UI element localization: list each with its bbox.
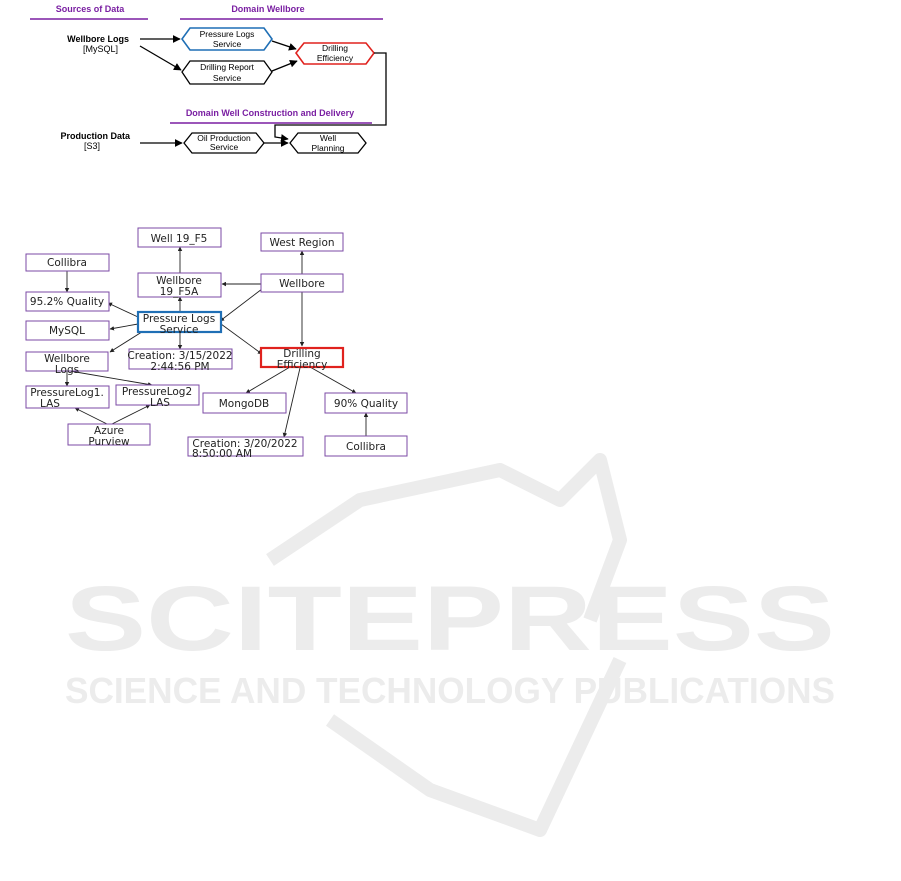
node-label-line2: Logs bbox=[55, 364, 79, 376]
source-production-data-type: [S3] bbox=[84, 141, 100, 151]
source-wellbore-logs-type: [MySQL] bbox=[83, 44, 118, 54]
node-pressure-log2: PressureLog2 LAS bbox=[115, 384, 200, 409]
source-wellbore-logs-title: Wellbore Logs bbox=[67, 34, 129, 44]
node-azure-purview: Azure Purview bbox=[67, 423, 151, 448]
node-label-line1: Drilling bbox=[283, 348, 320, 360]
node-wellbore-logs: Wellbore Logs bbox=[25, 351, 109, 376]
node-label: Collibra bbox=[346, 441, 386, 453]
watermark-subtitle: SCIENCE AND TECHNOLOGY PUBLICATIONS bbox=[65, 670, 835, 711]
service-label-line1: Well bbox=[320, 133, 336, 143]
node-label-line1: Wellbore bbox=[156, 275, 202, 287]
node-drilling-efficiency: Drilling Efficiency bbox=[259, 346, 345, 371]
node-label-line1: Creation: 3/20/2022 bbox=[192, 438, 297, 450]
node-label: MySQL bbox=[49, 325, 85, 337]
node-creation-2: Creation: 3/20/2022 8:50:00 AM bbox=[187, 436, 304, 460]
top-diagram: Sources of Data Domain Wellbore Domain W… bbox=[30, 4, 387, 154]
node-label-line1: PressureLog2 bbox=[122, 386, 192, 398]
service-label-line1: Drilling bbox=[322, 43, 348, 53]
header-domain-wellbore: Domain Wellbore bbox=[231, 4, 304, 14]
lineage-graph: Well 19_F5 West Region Collibra Wellbore… bbox=[25, 227, 408, 460]
node-wellbore-19-f5a: Wellbore 19_F5A bbox=[137, 272, 222, 298]
node-mysql: MySQL bbox=[25, 320, 110, 341]
node-label: Wellbore bbox=[279, 278, 325, 290]
node-well-19-f5: Well 19_F5 bbox=[137, 227, 222, 248]
node-collibra-right: Collibra bbox=[324, 435, 408, 457]
node-quality-95: 95.2% Quality bbox=[25, 291, 110, 312]
node-label-line1: Creation: 3/15/2022 bbox=[127, 350, 232, 362]
top-connectors bbox=[139, 35, 387, 147]
node-label-line1: Azure bbox=[94, 425, 124, 437]
service-label-line2: Service bbox=[213, 73, 242, 83]
node-label-line2: Efficiency bbox=[277, 359, 328, 371]
service-label-line1: Oil Production bbox=[197, 133, 251, 143]
service-label-line2: Service bbox=[210, 142, 239, 152]
node-label: Well 19_F5 bbox=[151, 233, 208, 245]
service-drilling-report: Drilling Report Service bbox=[181, 60, 273, 85]
source-production-data-title: Production Data bbox=[60, 131, 130, 141]
node-label-line2: LAS bbox=[40, 398, 60, 410]
node-label-line1: Wellbore bbox=[44, 353, 90, 365]
node-label-line1: PressureLog1. bbox=[30, 387, 104, 399]
node-label: MongoDB bbox=[219, 398, 270, 410]
service-label-line2: Efficiency bbox=[317, 53, 354, 63]
node-label-line2: 8:50:00 AM bbox=[192, 448, 252, 460]
service-oil-production: Oil Production Service bbox=[183, 132, 265, 154]
watermark-emblem bbox=[266, 453, 627, 837]
header-sources-of-data: Sources of Data bbox=[56, 4, 126, 14]
node-label-line2: Purview bbox=[88, 436, 130, 448]
node-quality-90: 90% Quality bbox=[324, 392, 408, 414]
node-label-line2: Service bbox=[160, 324, 199, 336]
service-pressure-logs: Pressure Logs Service bbox=[181, 27, 273, 51]
node-wellbore: Wellbore bbox=[260, 273, 344, 293]
node-label: 95.2% Quality bbox=[30, 296, 104, 308]
watermark-title: SCITEPRESS bbox=[65, 568, 835, 670]
node-west-region: West Region bbox=[260, 232, 344, 252]
service-label-line2: Service bbox=[213, 39, 242, 49]
service-label-line2: Planning bbox=[311, 143, 344, 153]
service-drilling-efficiency: Drilling Efficiency bbox=[294, 42, 376, 65]
node-mongodb: MongoDB bbox=[202, 392, 287, 414]
header-domain-well-construction: Domain Well Construction and Delivery bbox=[186, 108, 354, 118]
node-label: Collibra bbox=[47, 257, 87, 269]
node-label-line2: 19_F5A bbox=[160, 286, 199, 298]
node-label-line1: Pressure Logs bbox=[143, 313, 215, 325]
node-pressure-logs-service: Pressure Logs Service bbox=[136, 310, 223, 336]
node-label-line2: LAS bbox=[150, 397, 170, 409]
node-label: 90% Quality bbox=[334, 398, 398, 410]
node-label-line2: 2:44:56 PM bbox=[150, 361, 209, 373]
service-label-line1: Pressure Logs bbox=[200, 29, 255, 39]
service-label-line1: Drilling Report bbox=[200, 62, 254, 72]
node-collibra-left: Collibra bbox=[25, 253, 110, 272]
service-well-planning: Well Planning bbox=[289, 132, 367, 154]
node-label: West Region bbox=[269, 237, 334, 249]
lineage-edges bbox=[64, 246, 369, 438]
node-creation-1: Creation: 3/15/2022 2:44:56 PM bbox=[127, 348, 233, 373]
watermark: SCITEPRESS SCIENCE AND TECHNOLOGY PUBLIC… bbox=[65, 453, 835, 837]
node-pressure-log1: PressureLog1. LAS bbox=[25, 385, 110, 410]
